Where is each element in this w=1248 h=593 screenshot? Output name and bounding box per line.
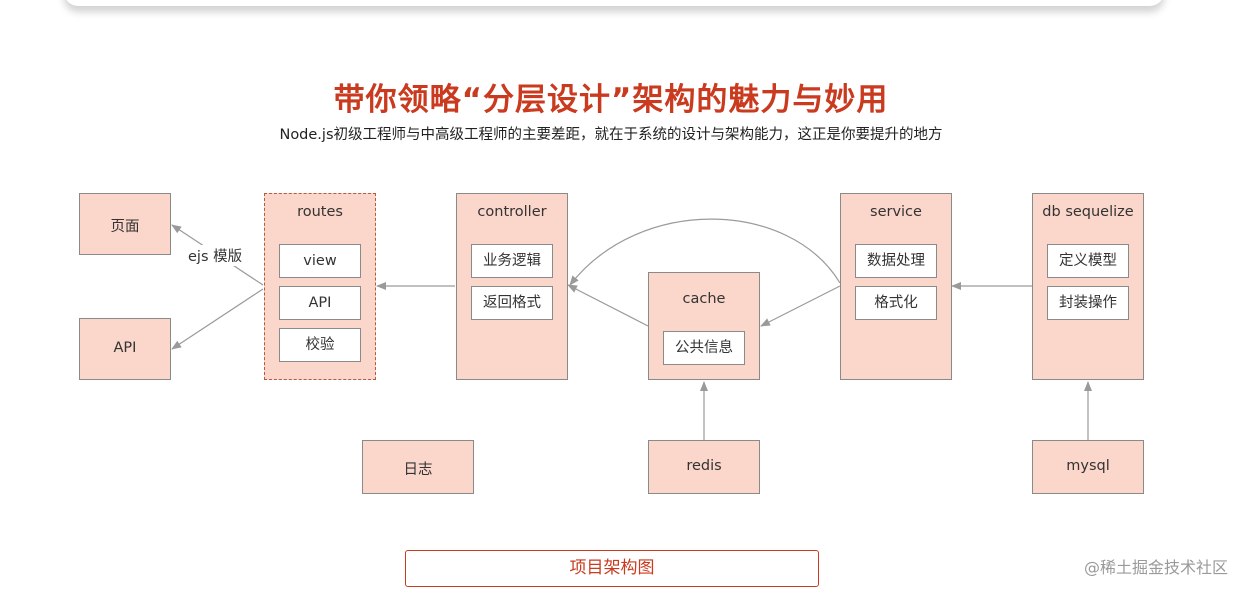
redis-node-label: redis (686, 458, 722, 474)
top-card-edge (64, 0, 1164, 6)
routes-node-label: routes (297, 204, 343, 220)
page-title: 带你领略“分层设计”架构的魅力与妙用 (333, 82, 889, 118)
db-node: db sequelize 定义模型 封装操作 (1032, 193, 1144, 380)
page-node-label: 页面 (110, 219, 140, 235)
arrow-routes-to-api (171, 288, 264, 350)
routes-item-view: view (279, 244, 361, 278)
service-item-format: 格式化 (855, 286, 937, 320)
arrow-cache-to-controller (567, 284, 649, 327)
cache-item-public: 公共信息 (663, 331, 745, 365)
page-node: 页面 (79, 193, 171, 255)
cache-node-label: cache (682, 291, 726, 307)
redis-node: redis (648, 440, 760, 494)
cache-node: cache 公共信息 (648, 272, 760, 380)
controller-node-label: controller (477, 204, 547, 220)
arrow-service-to-cache (760, 285, 841, 327)
diagram-caption: 项目架构图 (405, 550, 819, 587)
controller-item-business: 业务逻辑 (471, 244, 553, 278)
mysql-node-label: mysql (1066, 458, 1110, 474)
api-node-label: API (113, 340, 137, 356)
db-item-ops: 封装操作 (1047, 286, 1129, 320)
service-item-process: 数据处理 (855, 244, 937, 278)
arrow-service-to-controller (569, 218, 841, 286)
edge-label-ejs: ejs 模版 (186, 245, 245, 266)
watermark: @稀土掘金技术社区 (1083, 558, 1228, 577)
db-node-label: db sequelize (1042, 204, 1134, 220)
mysql-node: mysql (1032, 440, 1144, 494)
routes-item-api: API (279, 286, 361, 320)
api-node: API (79, 318, 171, 380)
log-node: 日志 (362, 440, 474, 494)
db-item-model: 定义模型 (1047, 244, 1129, 278)
controller-node: controller 业务逻辑 返回格式 (456, 193, 568, 380)
routes-node: routes view API 校验 (264, 193, 376, 380)
service-node: service 数据处理 格式化 (840, 193, 952, 380)
controller-item-format: 返回格式 (471, 286, 553, 320)
service-node-label: service (870, 204, 922, 220)
routes-item-validate: 校验 (279, 328, 361, 362)
log-node-label: 日志 (403, 462, 433, 478)
page-subtitle: Node.js初级工程师与中高级工程师的主要差距，就在于系统的设计与架构能力，这… (279, 127, 943, 143)
